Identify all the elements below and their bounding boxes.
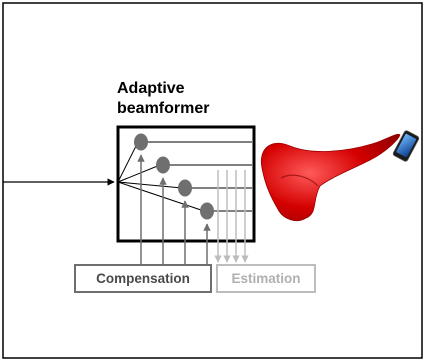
estimation-label: Estimation — [231, 271, 301, 286]
estimation-arrows — [214, 170, 249, 263]
phone-icon — [392, 130, 420, 162]
weight-node-1 — [134, 133, 148, 151]
outer-frame — [2, 2, 423, 359]
weight-node-2 — [156, 156, 170, 174]
weight-nodes — [134, 133, 214, 220]
beam-pattern — [260, 133, 401, 221]
fan-lines — [117, 141, 205, 212]
title-line-2: beamformer — [117, 100, 210, 117]
title-line-1: Adaptive — [117, 80, 185, 97]
compensation-arrows — [137, 154, 211, 264]
weight-node-4 — [200, 202, 214, 220]
compensation-box: Compensation — [74, 264, 212, 293]
compensation-label: Compensation — [96, 271, 190, 286]
weight-node-3 — [178, 179, 192, 197]
estimation-box: Estimation — [216, 264, 316, 293]
